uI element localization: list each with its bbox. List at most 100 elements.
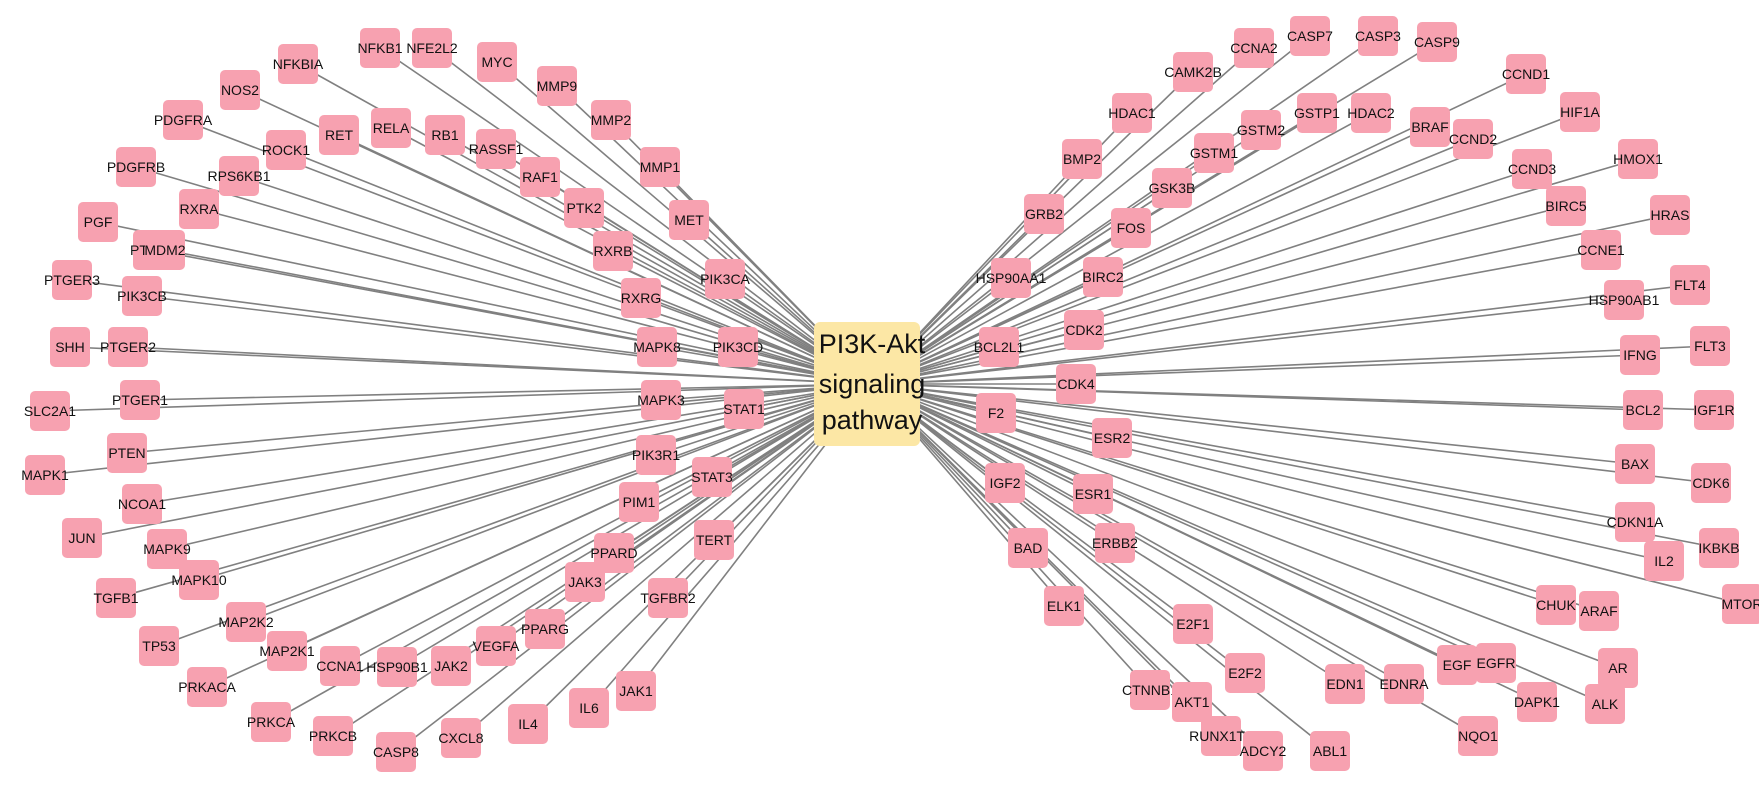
gene-node[interactable]: CTNNB1 — [1122, 670, 1178, 710]
gene-node[interactable]: MTOR — [1722, 584, 1759, 624]
gene-node[interactable]: CCNE1 — [1577, 230, 1625, 270]
gene-node[interactable]: AKT1 — [1172, 682, 1212, 722]
gene-node[interactable]: MDM2 — [144, 230, 186, 270]
gene-node[interactable]: GSTM1 — [1190, 133, 1238, 173]
gene-node[interactable]: ERBB2 — [1092, 523, 1138, 563]
gene-node[interactable]: IFNG — [1620, 335, 1660, 375]
gene-node[interactable]: JUN — [62, 518, 102, 558]
gene-node[interactable]: GSTP1 — [1294, 93, 1340, 133]
gene-node[interactable]: SHH — [50, 327, 90, 367]
gene-node[interactable]: HSP90AA1 — [976, 258, 1047, 298]
gene-node[interactable]: ALK — [1585, 684, 1625, 724]
gene-node[interactable]: MAP2K2 — [218, 602, 274, 642]
gene-node[interactable]: NFE2L2 — [406, 28, 458, 68]
gene-node[interactable]: PDGFRB — [107, 147, 165, 187]
gene-node[interactable]: MMP2 — [591, 100, 632, 140]
gene-node[interactable]: PGF — [78, 202, 118, 242]
gene-node[interactable]: NFKBIA — [273, 44, 324, 84]
gene-node[interactable]: BAX — [1615, 444, 1655, 484]
gene-node[interactable]: NCOA1 — [118, 484, 166, 524]
gene-node[interactable]: IGF1R — [1693, 390, 1735, 430]
gene-node[interactable]: E2F1 — [1173, 604, 1213, 644]
gene-node[interactable]: CAMK2B — [1164, 52, 1222, 92]
gene-node[interactable]: MAPK9 — [143, 529, 191, 569]
gene-node[interactable]: ABL1 — [1310, 731, 1350, 771]
gene-node[interactable]: BIRC2 — [1082, 257, 1124, 297]
gene-node[interactable]: PIK3CB — [117, 276, 167, 316]
gene-node[interactable]: EDNRA — [1379, 664, 1429, 704]
gene-node[interactable]: PTEN — [107, 433, 147, 473]
gene-node[interactable]: CCND3 — [1508, 149, 1556, 189]
gene-node[interactable]: PIM1 — [619, 482, 659, 522]
gene-node[interactable]: RELA — [371, 108, 411, 148]
gene-node[interactable]: CDK2 — [1064, 310, 1104, 350]
gene-node[interactable]: NFKB1 — [357, 28, 403, 68]
gene-node[interactable]: CASP7 — [1287, 16, 1333, 56]
gene-node[interactable]: MET — [669, 200, 709, 240]
gene-node[interactable]: BIRC5 — [1545, 186, 1587, 226]
gene-node[interactable]: ROCK1 — [262, 130, 310, 170]
gene-node[interactable]: HSP90B1 — [366, 647, 428, 687]
gene-node[interactable]: PRKCA — [247, 702, 296, 742]
gene-node[interactable]: RET — [319, 115, 359, 155]
gene-node[interactable]: HDAC1 — [1108, 93, 1156, 133]
gene-node[interactable]: IGF2 — [985, 463, 1025, 503]
gene-node[interactable]: ELK1 — [1044, 586, 1084, 626]
gene-node[interactable]: MAPK3 — [637, 380, 685, 420]
gene-node[interactable]: RXRB — [593, 231, 633, 271]
gene-node[interactable]: PRKCB — [309, 716, 357, 756]
gene-node[interactable]: PIK3CD — [713, 327, 764, 367]
gene-node[interactable]: RB1 — [425, 115, 465, 155]
gene-node[interactable]: IKBKB — [1698, 528, 1740, 568]
gene-node[interactable]: HIF1A — [1560, 92, 1600, 132]
gene-node[interactable]: HDAC2 — [1347, 93, 1395, 133]
gene-node[interactable]: ESR1 — [1073, 474, 1113, 514]
gene-node[interactable]: CDK4 — [1056, 364, 1096, 404]
gene-node[interactable]: CHUK — [1536, 585, 1576, 625]
gene-node[interactable]: CASP3 — [1355, 16, 1401, 56]
gene-node[interactable]: SLC2A1 — [24, 391, 76, 431]
gene-node[interactable]: E2F2 — [1225, 653, 1265, 693]
gene-node[interactable]: GSTM2 — [1237, 110, 1285, 150]
gene-node[interactable]: FOS — [1111, 208, 1151, 248]
gene-node[interactable]: EDN1 — [1325, 664, 1365, 704]
gene-node[interactable]: MMP9 — [537, 66, 578, 106]
gene-node[interactable]: PTGER1 — [112, 380, 168, 420]
gene-node[interactable]: EGFR — [1476, 643, 1516, 683]
gene-node[interactable]: CCNA1 — [316, 646, 364, 686]
gene-node[interactable]: RXRA — [179, 189, 219, 229]
gene-node[interactable]: HSP90AB1 — [1589, 280, 1660, 320]
gene-node[interactable]: TERT — [694, 520, 734, 560]
gene-node[interactable]: CXCL8 — [438, 718, 484, 758]
gene-node[interactable]: BRAF — [1410, 107, 1450, 147]
gene-node[interactable]: ADCY2 — [1240, 731, 1287, 771]
gene-node[interactable]: TGFB1 — [93, 578, 139, 618]
gene-node[interactable]: PPARG — [521, 609, 569, 649]
gene-node[interactable]: FLT4 — [1670, 265, 1710, 305]
gene-node[interactable]: JAK3 — [565, 562, 605, 602]
gene-node[interactable]: CASP9 — [1414, 22, 1460, 62]
gene-node[interactable]: NOS2 — [220, 70, 260, 110]
gene-node[interactable]: MAP2K1 — [259, 631, 315, 671]
gene-node[interactable]: PTGER3 — [44, 260, 100, 300]
gene-node[interactable]: EGF — [1437, 645, 1477, 685]
gene-node[interactable]: HMOX1 — [1613, 139, 1663, 179]
gene-node[interactable]: BCL2L1 — [974, 327, 1025, 367]
gene-node[interactable]: AR — [1598, 648, 1638, 688]
gene-node[interactable]: IL2 — [1644, 541, 1684, 581]
gene-node[interactable]: PPARD — [590, 533, 638, 573]
gene-node[interactable]: BCL2 — [1623, 390, 1663, 430]
gene-node[interactable]: MYC — [477, 42, 517, 82]
gene-node[interactable]: STAT3 — [691, 457, 733, 497]
gene-node[interactable]: PDGFRA — [154, 100, 213, 140]
gene-node[interactable]: RUNX1T1 — [1189, 716, 1253, 756]
gene-node[interactable]: GSK3B — [1149, 168, 1196, 208]
gene-node[interactable]: RASSF1 — [469, 129, 524, 169]
gene-node[interactable]: FLT3 — [1690, 326, 1730, 366]
gene-node[interactable]: ARAF — [1579, 591, 1619, 631]
gene-node[interactable]: NQO1 — [1458, 716, 1498, 756]
gene-node[interactable]: MAPK8 — [633, 327, 681, 367]
gene-node[interactable]: CDKN1A — [1607, 502, 1664, 542]
gene-node[interactable]: IL6 — [569, 688, 609, 728]
gene-node[interactable]: MMP1 — [640, 147, 681, 187]
